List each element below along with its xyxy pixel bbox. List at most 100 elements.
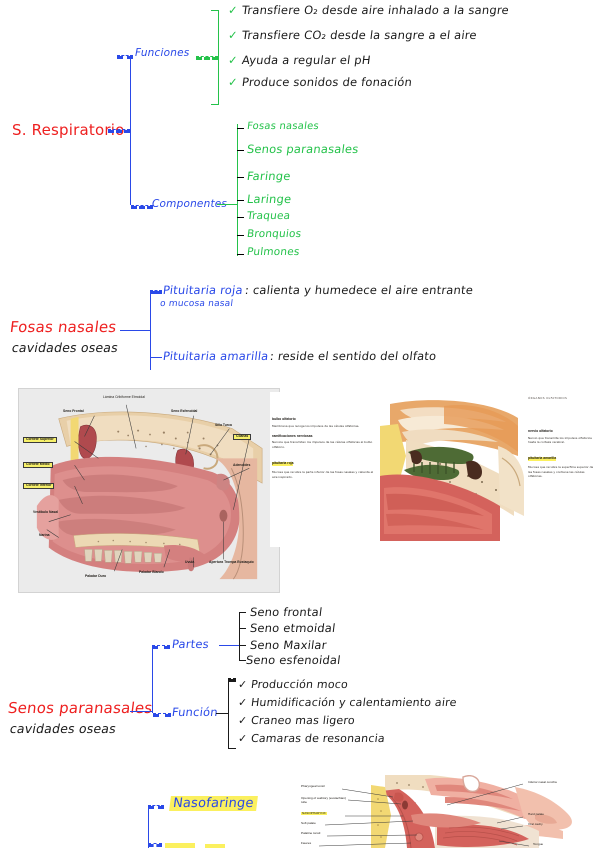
- fig2-head: ramificaciones nerviosas: [272, 433, 313, 438]
- olfactory-sagittal-illustration: [380, 396, 525, 541]
- map1-componentes-tick: [237, 254, 244, 255]
- map1-componente-item: Bronquios: [246, 228, 303, 240]
- map1-componentes-spine: [237, 124, 238, 256]
- map4-item2-highlight-b: [205, 844, 225, 848]
- check-icon: ✓: [238, 714, 248, 727]
- check-icon: ✓: [228, 53, 238, 67]
- map2-spine: [150, 290, 151, 370]
- map1-componentes-tick: [237, 128, 244, 129]
- map1-componentes-tick: [237, 200, 244, 201]
- map2-item2-connector: [150, 357, 162, 358]
- map2-item-label: Pituitaria amarilla: [162, 349, 270, 363]
- fig2-head-highlighted: pituitaria amarilla: [528, 456, 557, 461]
- map1-funciones-bracket: [218, 10, 219, 104]
- map1-funciones-bracket-top: [211, 10, 219, 11]
- fig3-label: Pharyngeal tonsil: [301, 784, 325, 788]
- map2-root-connector: [120, 330, 150, 331]
- map3-funcion-label: Función: [171, 705, 219, 719]
- fig1-boxed-label-cornete-inferior: Cornete Inferior: [23, 483, 55, 489]
- map1-componentes-tick: [237, 217, 244, 218]
- map1-funciones-item: ✓ Ayuda a regular el pH: [228, 53, 372, 67]
- map1-funciones-item: ✓ Transfiere O₂ desde aire inhalado a la…: [228, 3, 510, 17]
- map1-componente-item: Senos paranasales: [246, 142, 360, 156]
- map3-root-sublabel: cavidades oseas: [8, 721, 118, 736]
- map1-funciones-item: ✓ Transfiere CO₂ desde la sangre a el ai…: [228, 28, 478, 42]
- fig3-label: Fauces: [301, 841, 312, 845]
- map2-root-sublabel: cavidades oseas: [10, 340, 120, 355]
- fig2-body: Membrana que recoge los impulsos de las …: [272, 423, 360, 428]
- fig3-label: Palatine tonsil: [301, 831, 321, 835]
- map1-componentes-label: Componentes: [152, 198, 228, 210]
- fig3-label: Oral cavity: [528, 822, 543, 826]
- map3-partes-tick: [239, 645, 246, 646]
- fig2-body: Nervios que transmiten los impulsos de l…: [272, 440, 373, 449]
- fig2-right-panel: ÓRGANOS OLFATORIOS nervio olfatorio Nerv…: [528, 396, 596, 478]
- fig3-label: Hard palate: [528, 812, 544, 816]
- fig2-right-panel-title: ÓRGANOS OLFATORIOS: [528, 396, 568, 400]
- fig1-label: Silla Turca: [215, 423, 232, 427]
- nasal-sagittal-illustration: [19, 389, 279, 592]
- map3-partes-bracket: [239, 612, 240, 660]
- fig3-label: Tongue: [533, 842, 544, 846]
- fig1-label: Lámina Cribiforme Etmoidal: [103, 395, 145, 399]
- map1-root-label: S. Respiratorio: [12, 121, 125, 139]
- map1-componente-item: Fosas nasales: [246, 121, 320, 132]
- map4-spine: [148, 805, 149, 848]
- fig1-label: Vestíbulo Nasal: [33, 510, 59, 514]
- fig2-body: Mucosa que recubre la parte inferior de …: [272, 470, 374, 479]
- map1-funciones-connector: [117, 55, 133, 59]
- map1-componentes-green-connector: [217, 204, 237, 205]
- map2-item-sublabel: o mucosa nasal: [159, 299, 234, 309]
- map1-funciones-label: Funciones: [135, 47, 190, 59]
- nasopharynx-illustration: [285, 775, 600, 848]
- fig1-boxed-label-cornete-superior: Cornete Superior: [23, 437, 57, 443]
- map3-partes-tick: [239, 612, 246, 613]
- map2-item-label: Pituitaria roja: [162, 283, 244, 297]
- map1-spine: [130, 55, 131, 205]
- fig1-label: Paladar Blando: [139, 570, 164, 574]
- fig2-head: nervio olfatorio: [528, 429, 553, 433]
- map3-partes-tick: [239, 628, 246, 629]
- fig1-boxed-label-cornete-medio: Cornete Medio: [23, 462, 53, 468]
- fig2-head: bulbo olfatorio: [272, 417, 296, 421]
- fig3-label-highlighted: NASOPHARYNX: [301, 811, 327, 816]
- map1-componentes-tick: [237, 150, 244, 151]
- map4-item2-connector: [148, 843, 162, 847]
- fig2-body: Mucosa que recubre la superficie superio…: [528, 465, 594, 478]
- map3-funcion-bracket-top: [228, 678, 236, 682]
- figure-nasopharynx: Pharyngeal tonsil Opening of auditory (e…: [285, 775, 600, 848]
- map1-funciones-item: ✓ Produce sonidos de fonación: [228, 75, 413, 89]
- map3-partes-label: Partes: [171, 637, 210, 651]
- map1-componentes-connector: [131, 205, 153, 209]
- map3-root-label: Senos paranasales: [6, 699, 154, 717]
- fig2-head-highlighted: pituitaria roja: [272, 461, 294, 466]
- figure-nasal-sagittal-section: Lámina Cribiforme Etmoidal Seno Frontal …: [18, 388, 280, 593]
- fig3-label: Soft palate: [301, 821, 316, 825]
- check-icon: ✓: [228, 75, 238, 89]
- fig1-label: Adenoides: [233, 463, 251, 467]
- map3-partes-item: Seno esfenoidal: [245, 653, 342, 667]
- fig2-left-panel: bulbo olfatorio Membrana que recoge los …: [272, 396, 376, 479]
- fig1-label: Apertura Trompa Eustaquio: [209, 560, 254, 564]
- map3-partes-connector: [152, 645, 170, 649]
- map1-componentes-tick: [237, 235, 244, 236]
- map1-funciones-green-connector: [196, 56, 218, 60]
- map1-componente-item: Laringe: [246, 192, 293, 206]
- map2-item-desc: : reside el sentido del olfato: [269, 349, 438, 363]
- map3-partes-item: Seno Maxilar: [249, 638, 328, 652]
- fig3-label: Inferior nasal concha: [528, 780, 557, 784]
- fig1-boxed-label-coanas: Coanas: [233, 434, 252, 440]
- map4-item2-highlight: [165, 843, 195, 848]
- check-icon: ✓: [228, 28, 238, 42]
- map3-partes-item: Seno frontal: [249, 605, 324, 619]
- map3-funcion-bracket: [228, 678, 229, 748]
- check-icon: ✓: [238, 732, 248, 745]
- map4-item-label: Nasofaringe: [169, 796, 258, 811]
- map1-componente-item: Pulmones: [246, 246, 301, 258]
- map1-componente-item: Faringe: [246, 169, 292, 183]
- fig1-label: Uvula: [185, 560, 195, 564]
- map3-partes-item: Seno etmoidal: [249, 621, 337, 635]
- map4-item-connector: [148, 805, 164, 809]
- map3-partes-tick: [239, 660, 246, 661]
